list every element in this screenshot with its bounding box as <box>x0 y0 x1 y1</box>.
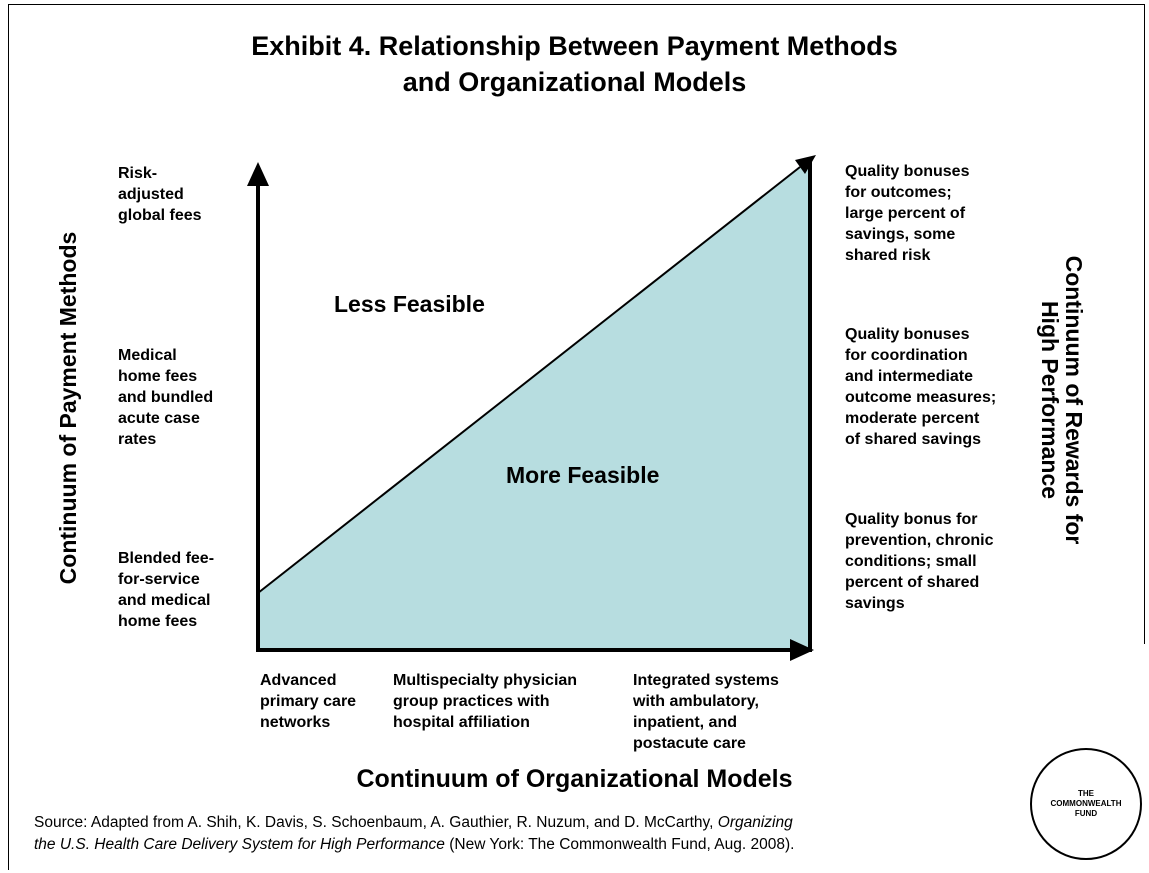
reward-coordination: Quality bonuses for coordination and int… <box>845 326 997 448</box>
reward-outcomes: Quality bonuses for outcomes; large perc… <box>845 163 970 264</box>
commonwealth-fund-logo: THE COMMONWEALTH FUND <box>1030 748 1142 860</box>
logo-line-3: FUND <box>1074 809 1098 818</box>
title-line-1: Exhibit 4. Relationship Between Payment … <box>251 31 898 61</box>
org-model-multispecialty: Multispecialty physician group practices… <box>393 672 578 731</box>
frame-left-border <box>8 4 9 870</box>
org-model-integrated: Integrated systems with ambulatory, inpa… <box>633 672 779 752</box>
right-axis-title: Continuum of Rewards for High Performanc… <box>1037 255 1087 545</box>
less-feasible-label: Less Feasible <box>334 291 485 317</box>
title-line-2: and Organizational Models <box>402 67 747 97</box>
payment-method-blended-ffs: Blended fee- for-service and medical hom… <box>118 550 215 630</box>
payment-method-medical-home: Medical home fees and bundled acute case… <box>118 347 214 448</box>
reward-prevention: Quality bonus for prevention, chronic co… <box>845 511 994 612</box>
diagonal-arrowhead <box>795 155 816 174</box>
right-axis-title-line-2: High Performance <box>1037 300 1063 500</box>
source-prefix: Source: Adapted from A. Shih, K. Davis, … <box>34 814 718 831</box>
source-note: Source: Adapted from A. Shih, K. Davis, … <box>34 812 794 856</box>
x-axis-title: Continuum of Organizational Models <box>356 765 793 793</box>
source-suffix: (New York: The Commonwealth Fund, Aug. 2… <box>444 836 795 853</box>
frame-top-border <box>8 4 1145 5</box>
feasibility-diagonal <box>257 166 801 594</box>
source-title-part1: Organizing <box>717 814 793 831</box>
slide-frame <box>8 4 1145 870</box>
more-feasible-label: More Feasible <box>506 462 660 488</box>
more-feasible-region <box>258 160 810 650</box>
right-axis-title-line-1: Continuum of Rewards for <box>1061 255 1087 545</box>
org-model-primary-care: Advanced primary care networks <box>260 672 357 731</box>
y-axis-arrowhead <box>247 162 269 186</box>
source-title-part2: the U.S. Health Care Delivery System for… <box>34 836 445 853</box>
frame-right-border <box>1144 4 1145 644</box>
exhibit-title: Exhibit 4. Relationship Between Payment … <box>0 28 1149 100</box>
logo-line-2: COMMONWEALTH <box>1050 799 1122 808</box>
payment-method-global-fees: Risk- adjusted global fees <box>118 165 202 224</box>
logo-line-1: THE <box>1078 789 1094 798</box>
y-axis-title: Continuum of Payment Methods <box>55 231 81 585</box>
x-axis-arrowhead <box>790 639 814 661</box>
